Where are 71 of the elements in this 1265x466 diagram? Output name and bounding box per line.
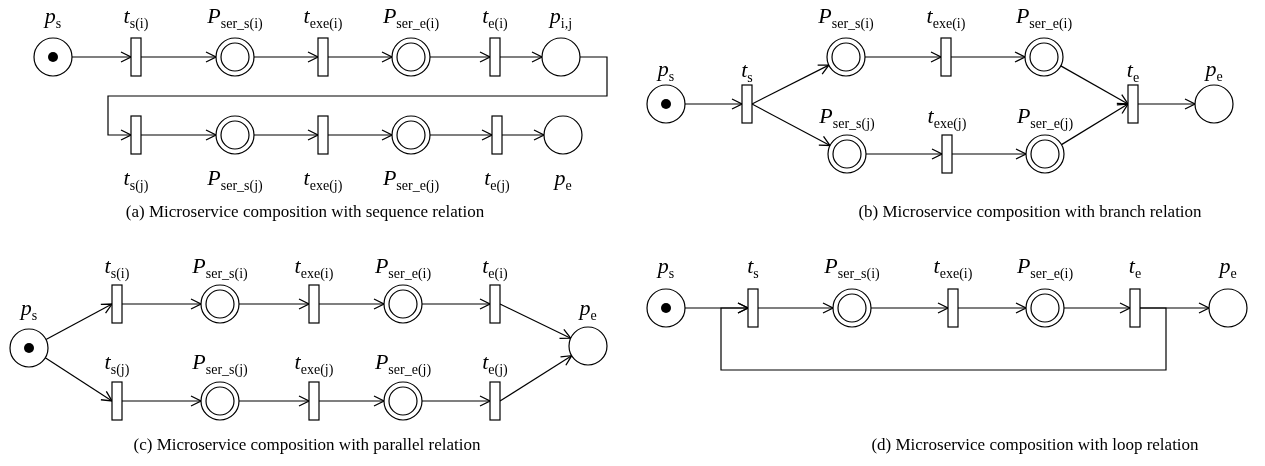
arrow: [499, 355, 573, 402]
arrow: [318, 395, 385, 407]
place-label: P$_{ser_e(j)}$: [1016, 105, 1074, 131]
arrow: [751, 103, 831, 147]
arrow: [44, 357, 113, 402]
panel-caption: (d) Microservice composition with loop relation: [871, 435, 1199, 455]
arrow: [950, 51, 1026, 63]
panel-caption: (c) Microservice composition with parallel relation: [133, 435, 481, 455]
place-label: p$_{e}$: [579, 297, 597, 323]
transition-label: t$_{e}$: [1126, 59, 1140, 85]
place-label: P$_{ser_s(i)}$: [192, 255, 248, 281]
transition-label: t$_{s}$: [747, 255, 759, 281]
place-label: p$_{s}$: [20, 297, 38, 323]
arrow: [327, 51, 393, 63]
arrow: [1060, 103, 1129, 146]
transition-label: t$_{exe(i)}$: [933, 255, 973, 281]
transition-label: t$_{s(i)}$: [123, 5, 149, 31]
place-label: P$_{ser_e(i)}$: [374, 255, 432, 281]
arrow: [318, 298, 385, 310]
place-label: p$_{s}$: [44, 5, 62, 31]
arrow: [951, 148, 1027, 160]
transition-label: t$_{e(j)}$: [484, 167, 510, 193]
transition-label: t$_{s(i)}$: [104, 255, 130, 281]
panel-caption: (a) Microservice composition with sequence relation: [125, 202, 485, 222]
arrow: [107, 56, 608, 141]
place-label: p$_{e}$: [1205, 58, 1223, 84]
transition-label: t$_{s(j)}$: [104, 351, 130, 377]
arrow: [501, 129, 545, 141]
place-label: P$_{ser_e(i)}$: [1016, 255, 1074, 281]
arrow: [327, 129, 393, 141]
transition-label: t$_{exe(j)}$: [294, 351, 334, 377]
place-label: p$_{s}$: [657, 255, 675, 281]
transition-label: t$_{e}$: [1128, 255, 1142, 281]
arrow: [957, 302, 1027, 314]
arrow: [1060, 65, 1129, 105]
transition-label: t$_{exe(j)}$: [303, 167, 343, 193]
arrow: [757, 302, 834, 314]
arrow: [140, 51, 217, 63]
arrow: [121, 298, 202, 310]
transition-label: t$_{e(i)}$: [482, 5, 508, 31]
transition-label: t$_{exe(j)}$: [927, 105, 967, 131]
place-label: P$_{ser_s(j)}$: [819, 105, 875, 131]
place-label: P$_{ser_s(i)}$: [207, 5, 263, 31]
transition-label: t$_{e(i)}$: [482, 255, 508, 281]
transition-label: t$_{exe(i)}$: [926, 5, 966, 31]
place-label: P$_{ser_s(i)}$: [824, 255, 880, 281]
transition-label: t$_{s}$: [741, 59, 753, 85]
arrow: [499, 303, 572, 339]
arrow: [140, 129, 217, 141]
place-label: p$_{e}$: [1219, 255, 1237, 281]
arrow: [499, 51, 543, 63]
place-label: P$_{ser_e(i)}$: [382, 5, 440, 31]
place-label: P$_{ser_s(j)}$: [207, 167, 263, 193]
transition-label: t$_{exe(i)}$: [294, 255, 334, 281]
arrow: [121, 395, 202, 407]
transition-label: t$_{e(j)}$: [482, 351, 508, 377]
arrow: [751, 64, 830, 105]
arrow: [45, 303, 113, 341]
place-label: p$_{s}$: [657, 58, 675, 84]
arrow: [720, 302, 1167, 371]
place-label: P$_{ser_e(j)}$: [382, 167, 440, 193]
arrow: [1137, 98, 1196, 110]
place-label: p$_{e}$: [554, 167, 572, 193]
transition-label: t$_{exe(i)}$: [303, 5, 343, 31]
place-label: P$_{ser_e(i)}$: [1015, 5, 1073, 31]
panel-caption: (b) Microservice composition with branch relation: [858, 202, 1202, 222]
place-label: P$_{ser_s(i)}$: [818, 5, 874, 31]
place-label: P$_{ser_s(j)}$: [192, 351, 248, 377]
place-label: p$_{i,j}$: [549, 5, 573, 31]
transition-label: t$_{s(j)}$: [123, 167, 149, 193]
place-label: P$_{ser_e(j)}$: [374, 351, 432, 377]
